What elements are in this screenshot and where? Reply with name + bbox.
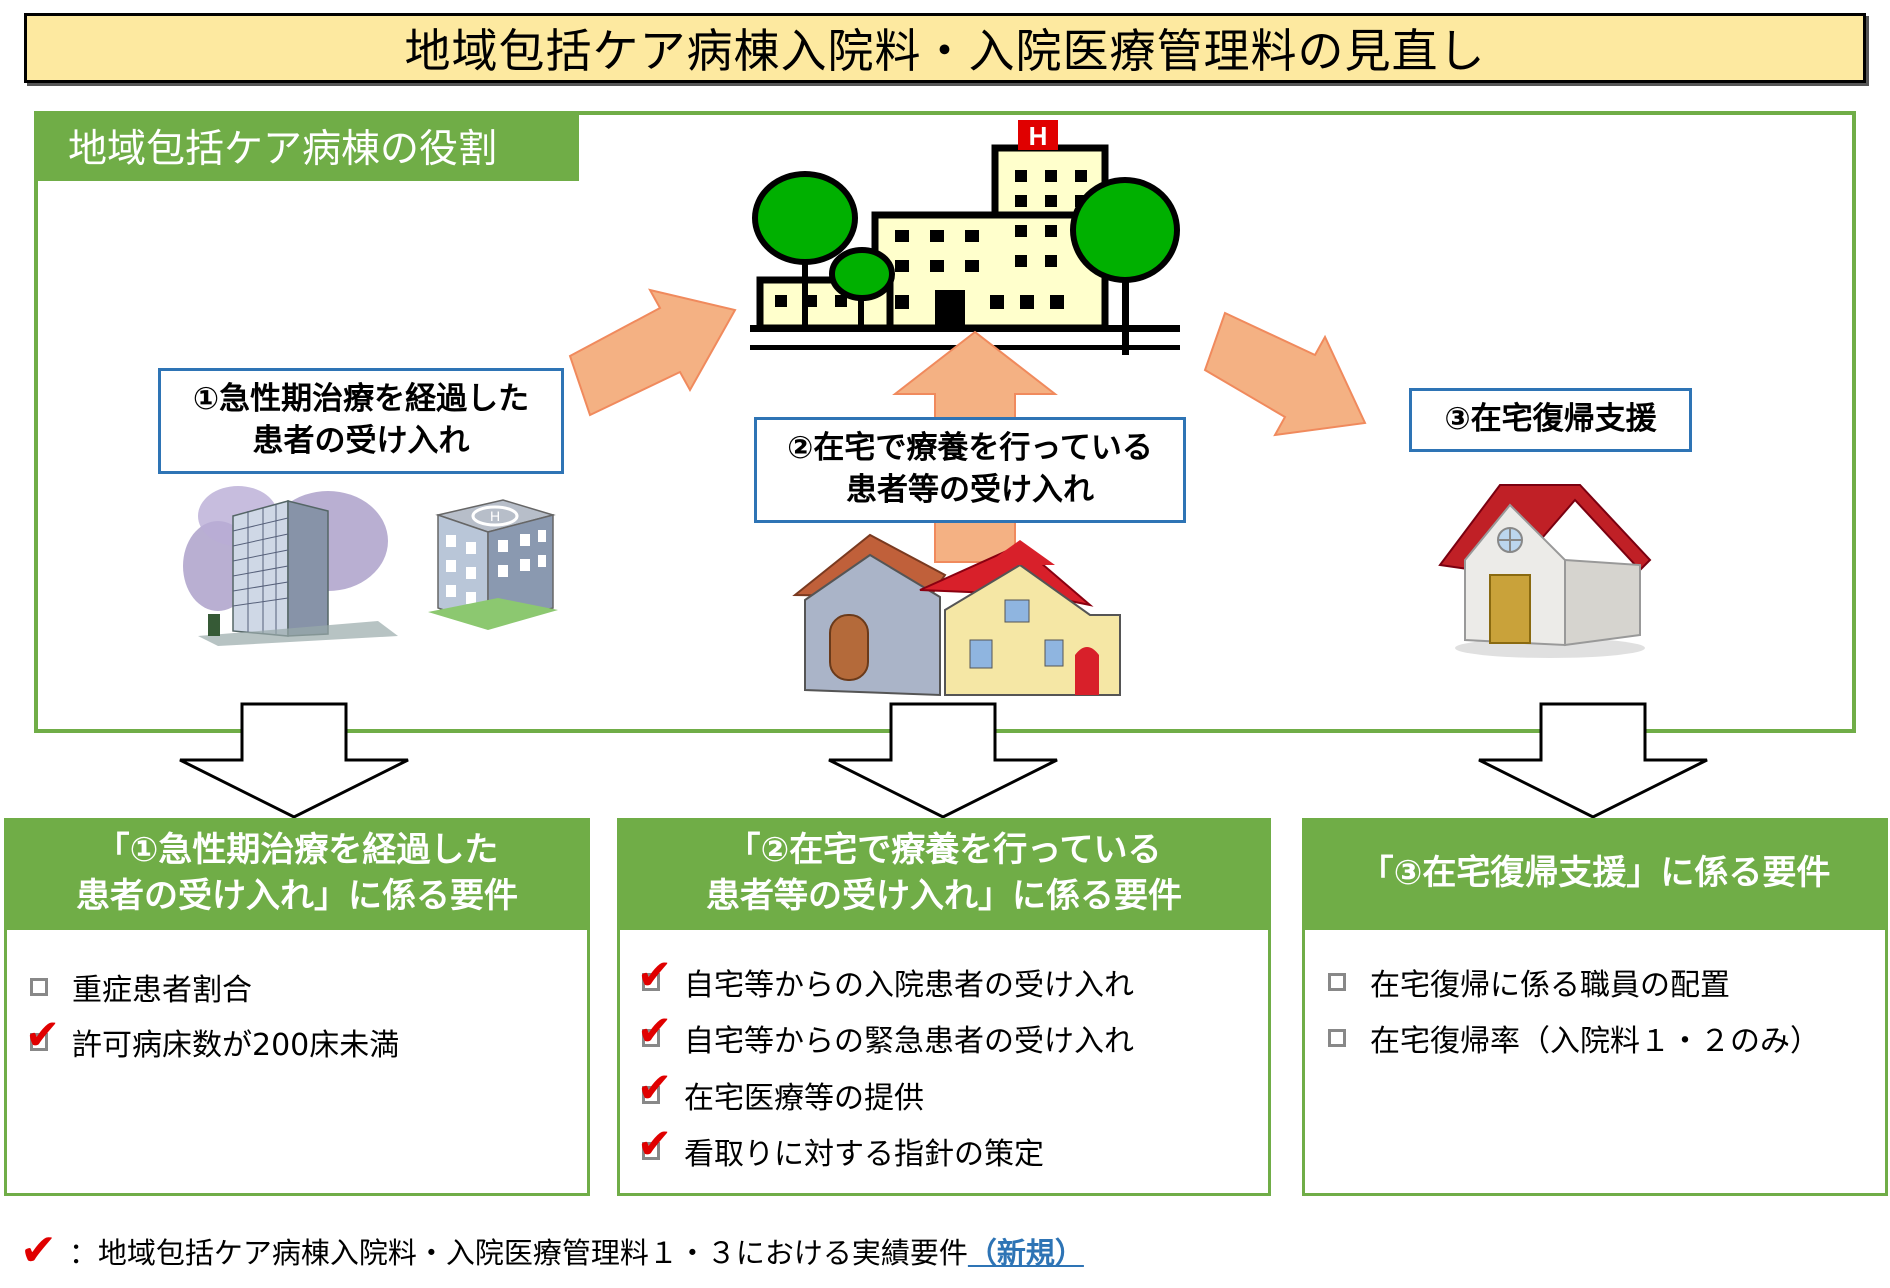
down-arrow-2: [828, 702, 1058, 819]
role3-line1: ③在宅復帰支援: [1444, 401, 1657, 438]
req1-header-line1: 「①急性期治療を経過した: [95, 830, 499, 871]
hospital-building-icon: H: [750, 120, 1180, 355]
svg-text:H: H: [1029, 121, 1048, 151]
role1-line2: 患者の受け入れ: [252, 423, 470, 459]
role-section-label: 地域包括ケア病棟の役割: [34, 111, 579, 181]
check-mark-icon: ✔: [637, 1119, 673, 1168]
arrow-right-up: [568, 288, 737, 417]
req2-header-line1: 「②在宅で療養を行っている: [726, 830, 1162, 871]
req3-item2: 在宅復帰率（入院料１・２のみ）: [1328, 1016, 1820, 1060]
checkbox-icon: [1328, 973, 1346, 991]
checkbox-checked-icon: ✔: [637, 954, 672, 996]
role1-box: ①急性期治療を経過した 患者の受け入れ: [158, 368, 564, 474]
house-icon: [792, 533, 1121, 697]
req2-item4: ✔ 看取りに対する指針の策定: [637, 1119, 1044, 1173]
role2-box: ②在宅で療養を行っている 患者等の受け入れ: [754, 417, 1186, 523]
req1-item1: 重症患者割合: [30, 965, 252, 1009]
down-arrow-1: [179, 702, 409, 819]
arrow-right-down: [1203, 311, 1367, 437]
checkbox-checked-icon: ✔: [637, 1010, 672, 1052]
checkbox-checked-icon: ✔: [25, 1014, 60, 1056]
page-title: 地域包括ケア病棟入院料・入院医療管理料の見直し: [24, 13, 1866, 83]
check-mark-icon: ✔: [637, 950, 673, 999]
checkbox-checked-icon: ✔: [637, 1067, 672, 1109]
req1-header-line2: 患者の受け入れ」に係る要件: [76, 876, 518, 916]
checkbox-icon: [1328, 1029, 1346, 1047]
legend-text: ：地域包括ケア病棟入院料・入院医療管理料１・３における実績要件: [68, 1235, 968, 1270]
req2-item3: ✔ 在宅医療等の提供: [637, 1063, 924, 1117]
checkbox-icon: [30, 978, 48, 996]
req1-item2: ✔ 許可病床数が200床未満: [25, 1010, 400, 1064]
tree-icon: [752, 171, 1180, 355]
check-mark-icon: ✔: [25, 1010, 61, 1059]
checkbox-checked-icon: ✔: [637, 1123, 672, 1165]
req1-header: 「①急性期治療を経過した 患者の受け入れ」に係る要件: [4, 818, 590, 930]
req3-item1: 在宅復帰に係る職員の配置: [1328, 960, 1730, 1004]
role2-line2: 患者等の受け入れ: [846, 472, 1094, 508]
req2-header-line2: 患者等の受け入れ」に係る要件: [706, 876, 1182, 916]
check-mark-icon: ✔: [637, 1063, 673, 1112]
role1-line1: ①急性期治療を経過した: [192, 381, 530, 418]
req2-item1: ✔ 自宅等からの入院患者の受け入れ: [637, 950, 1134, 1004]
down-arrow-3: [1478, 702, 1708, 819]
home-icon: [1438, 484, 1652, 658]
role3-box: ③在宅復帰支援: [1409, 388, 1692, 452]
legend-footnote: ✔ ：地域包括ケア病棟入院料・入院医療管理料１・３における実績要件 （新規）: [20, 1225, 1084, 1276]
check-mark-icon: ✔: [20, 1225, 57, 1276]
req2-header: 「②在宅で療養を行っている 患者等の受け入れ」に係る要件: [617, 818, 1271, 930]
legend-new-label: （新規）: [967, 1235, 1084, 1270]
req3-header: 「③在宅復帰支援」に係る要件: [1302, 818, 1888, 930]
helipad-hospital-icon: H: [428, 499, 558, 630]
req2-item2: ✔ 自宅等からの緊急患者の受け入れ: [637, 1006, 1134, 1060]
svg-text:H: H: [490, 508, 500, 524]
check-mark-icon: ✔: [637, 1006, 673, 1055]
role2-line1: ②在宅で療養を行っている: [787, 430, 1153, 467]
office-hospital-icon: [183, 486, 398, 646]
req3-header-line1: 「③在宅復帰支援」に係る要件: [1359, 853, 1831, 894]
